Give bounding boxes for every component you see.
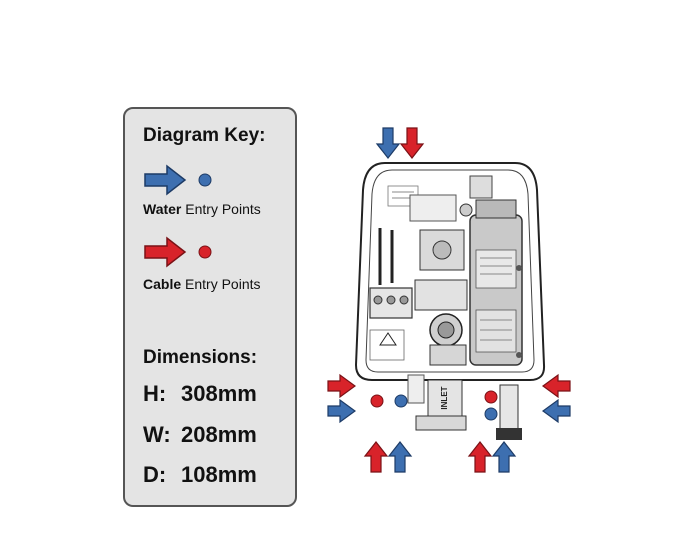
water-entry-dot: [394, 394, 408, 408]
dimensions-title: Dimensions:: [143, 347, 258, 368]
cable-arrow-icon: [541, 373, 571, 399]
diagram-key-panel: Diagram Key: Water Entry Points Cable En…: [123, 107, 297, 507]
warning-triangle: [379, 332, 397, 346]
water-arrow-icon: [375, 127, 401, 159]
inlet-label: INLET: [440, 386, 449, 409]
cable-arrow-icon: [467, 441, 493, 473]
dimension-depth: D:108mm: [143, 462, 257, 487]
water-dot-icon: [198, 173, 212, 187]
water-arrow-icon: [144, 164, 187, 196]
cable-arrow-icon: [399, 127, 425, 159]
water-arrow-icon: [387, 441, 413, 473]
cable-entry-dot: [370, 394, 384, 408]
key-title: Diagram Key:: [143, 125, 266, 146]
water-entry-dot: [484, 407, 498, 421]
outlet-pipe: [499, 384, 519, 434]
cable-arrow-icon: [144, 236, 187, 268]
cable-dot-icon: [198, 245, 212, 259]
water-arrow-icon: [491, 441, 517, 473]
casing-inner-line: [365, 169, 535, 373]
cable-arrow-icon: [363, 441, 389, 473]
stop-label: [475, 309, 517, 353]
water-key-symbol: [144, 164, 212, 196]
cable-key-label: Cable Entry Points: [143, 276, 261, 292]
water-arrow-icon: [327, 398, 357, 424]
water-arrow-icon: [541, 398, 571, 424]
cable-key-symbol: [144, 236, 212, 268]
inlet-fitting: [427, 379, 463, 417]
cable-arrow-icon: [327, 373, 357, 399]
water-key-label: Water Entry Points: [143, 201, 261, 217]
top-bracket: [469, 175, 493, 199]
dimension-height: H:308mm: [143, 381, 257, 406]
warning-label: [475, 249, 517, 289]
dimension-width: W:208mm: [143, 422, 257, 447]
cable-entry-dot: [484, 390, 498, 404]
